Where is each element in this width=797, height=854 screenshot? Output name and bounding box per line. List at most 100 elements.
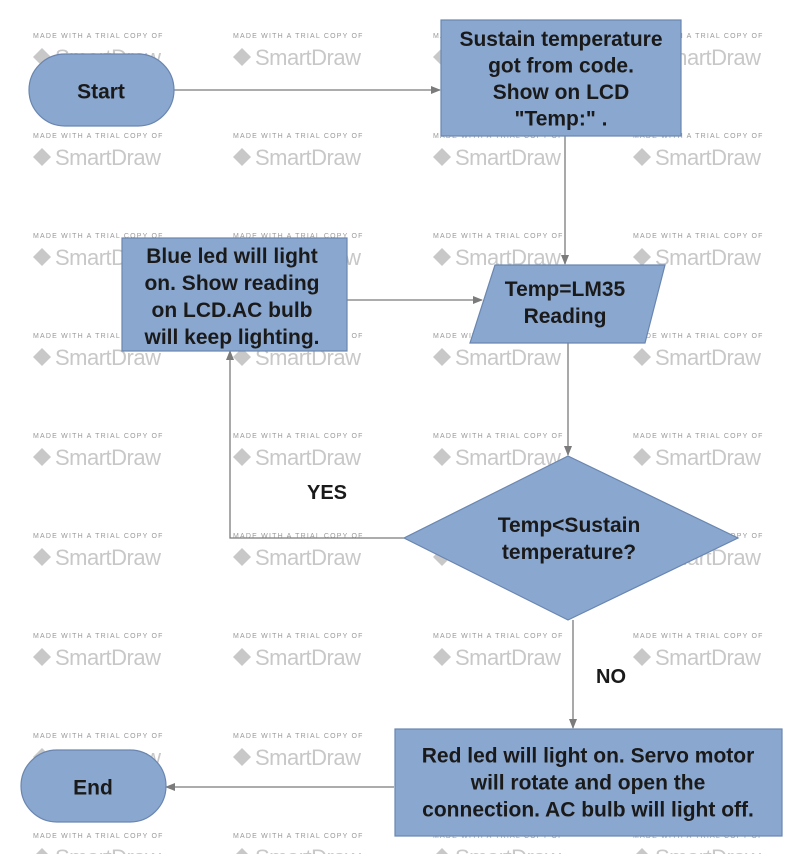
- watermark-tile: MADE WITH A TRIAL COPY OF SmartDraw: [633, 633, 764, 670]
- smartdraw-logo-icon: [33, 248, 51, 266]
- watermark-caption: MADE WITH A TRIAL COPY OF: [33, 533, 164, 540]
- smartdraw-logo-icon: [33, 148, 51, 166]
- edge-decision-yes-to-blue: [226, 350, 404, 539]
- watermark-caption: MADE WITH A TRIAL COPY OF: [433, 233, 564, 240]
- watermark-caption: MADE WITH A TRIAL COPY OF: [633, 33, 764, 40]
- watermark-brand: SmartDraw: [255, 45, 361, 70]
- edges: [165, 86, 577, 791]
- node-label-line: Sustain temperature: [459, 28, 662, 51]
- node-label-line: End: [73, 777, 113, 800]
- node-label-line: Temp<Sustain: [498, 514, 641, 537]
- watermark-brand: SmartDraw: [55, 445, 161, 470]
- watermark-brand: SmartDraw: [455, 345, 561, 370]
- watermark-caption: MADE WITH A TRIAL COPY OF: [33, 433, 164, 440]
- watermark-brand: SmartDraw: [55, 845, 161, 854]
- terminal-shape: [28, 53, 175, 127]
- watermark-tile: MADE WITH A TRIAL COPY OF SmartDraw: [233, 833, 364, 854]
- smartdraw-logo-icon: [433, 148, 451, 166]
- watermark-caption: MADE WITH A TRIAL COPY OF: [33, 233, 164, 240]
- watermark-brand: SmartDraw: [655, 345, 761, 370]
- process-shape: [121, 237, 348, 352]
- watermark-brand: SmartDraw: [55, 645, 161, 670]
- watermark-caption: MADE WITH A TRIAL COPY OF: [633, 633, 764, 640]
- node-label-line: on. Show reading: [144, 272, 319, 295]
- node-label-line: on LCD.AC bulb: [152, 299, 313, 322]
- smartdraw-logo-icon: [33, 348, 51, 366]
- node-label-line: Reading: [524, 305, 607, 328]
- watermark-brand: SmartDraw: [455, 845, 561, 854]
- watermark-caption: MADE WITH A TRIAL COPY OF: [233, 733, 364, 740]
- smartdraw-logo-icon: [636, 848, 648, 854]
- watermark-caption: MADE WITH A TRIAL COPY OF: [33, 133, 164, 140]
- process-shape: [440, 19, 682, 137]
- smartdraw-logo-icon: [233, 348, 251, 366]
- node-label-line: will rotate and open the: [470, 772, 706, 795]
- watermark-brand: SmartDraw: [655, 245, 761, 270]
- watermark-caption: MADE WITH A TRIAL COPY OF: [633, 133, 764, 140]
- smartdraw-logo-icon: [433, 648, 451, 666]
- watermark-caption: MADE WITH A TRIAL COPY OF: [633, 233, 764, 240]
- smartdraw-logo-icon: [233, 148, 251, 166]
- terminal-shape: [20, 749, 167, 823]
- watermark-tile: MADE WITH A TRIAL COPY OF SmartDraw: [633, 233, 764, 270]
- watermark-brand: SmartDraw: [655, 445, 761, 470]
- watermark-brand: SmartDraw: [455, 445, 561, 470]
- watermark-caption: MADE WITH A TRIAL COPY OF: [233, 233, 364, 240]
- node-label-line: "Temp:" .: [514, 107, 607, 130]
- node-red: Red led will light on. Servo motor will r…: [394, 728, 783, 837]
- watermark-tile: MADE WITH A TRIAL COPY OF SmartDraw: [233, 733, 364, 770]
- smartdraw-logo-icon: [433, 348, 451, 366]
- node-label-line: Start: [77, 81, 125, 104]
- watermark-caption: MADE WITH A TRIAL COPY OF: [33, 333, 164, 340]
- smartdraw-logo-icon: [33, 448, 51, 466]
- node-sustain-label: Sustain temperature got from code. Show on…: [459, 28, 662, 131]
- watermark-caption: MADE WITH A TRIAL COPY OF: [433, 633, 564, 640]
- smartdraw-logo-icon: [236, 848, 248, 854]
- node-label-line: Show on LCD: [493, 81, 629, 104]
- watermark-caption: MADE WITH A TRIAL COPY OF: [233, 533, 364, 540]
- smartdraw-logo-icon: [233, 648, 251, 666]
- node-label-line: Temp=LM35: [505, 278, 626, 301]
- watermark-brand: SmartDraw: [255, 145, 361, 170]
- watermark-caption: MADE WITH A TRIAL COPY OF: [233, 133, 364, 140]
- watermark-caption: MADE WITH A TRIAL COPY OF: [633, 333, 764, 340]
- watermark-caption: MADE WITH A TRIAL COPY OF: [233, 433, 364, 440]
- node-label-line: got from code.: [488, 54, 634, 77]
- watermark-tile: MADE WITH A TRIAL COPY OF SmartDraw: [233, 133, 364, 170]
- smartdraw-logo-icon: [633, 148, 651, 166]
- watermark-caption: MADE WITH A TRIAL COPY OF: [233, 833, 364, 840]
- smartdraw-logo-icon: [433, 448, 451, 466]
- watermark-brand: SmartDraw: [255, 745, 361, 770]
- watermark-tile: MADE WITH A TRIAL COPY OF SmartDraw: [33, 133, 164, 170]
- smartdraw-logo-icon: [36, 848, 48, 854]
- watermark-brand: SmartDraw: [55, 145, 161, 170]
- node-end-label: End: [73, 777, 113, 800]
- smartdraw-logo-icon: [233, 548, 251, 566]
- watermark-brand: SmartDraw: [255, 845, 361, 854]
- smartdraw-logo-icon: [633, 248, 651, 266]
- watermark-tile: MADE WITH A TRIAL COPY OF SmartDraw: [33, 433, 164, 470]
- watermark-brand: SmartDraw: [255, 445, 361, 470]
- decision-diamond-shape: [402, 455, 740, 621]
- smartdraw-logo-icon: [233, 448, 251, 466]
- smartdraw-logo-icon: [633, 348, 651, 366]
- node-red-label: Red led will light on. Servo motor will r…: [422, 745, 755, 822]
- edge-label-yes: YES: [307, 482, 347, 504]
- watermark-brand: SmartDraw: [455, 145, 561, 170]
- io-parallelogram-shape: [469, 264, 666, 344]
- watermark-brand: SmartDraw: [655, 645, 761, 670]
- watermark-caption: MADE WITH A TRIAL COPY OF: [633, 433, 764, 440]
- node-label-line: Red led will light on. Servo motor: [422, 745, 755, 768]
- node-label-line: connection. AC bulb will light off.: [422, 799, 754, 822]
- watermark-tile: MADE WITH A TRIAL COPY OF SmartDraw: [633, 333, 764, 370]
